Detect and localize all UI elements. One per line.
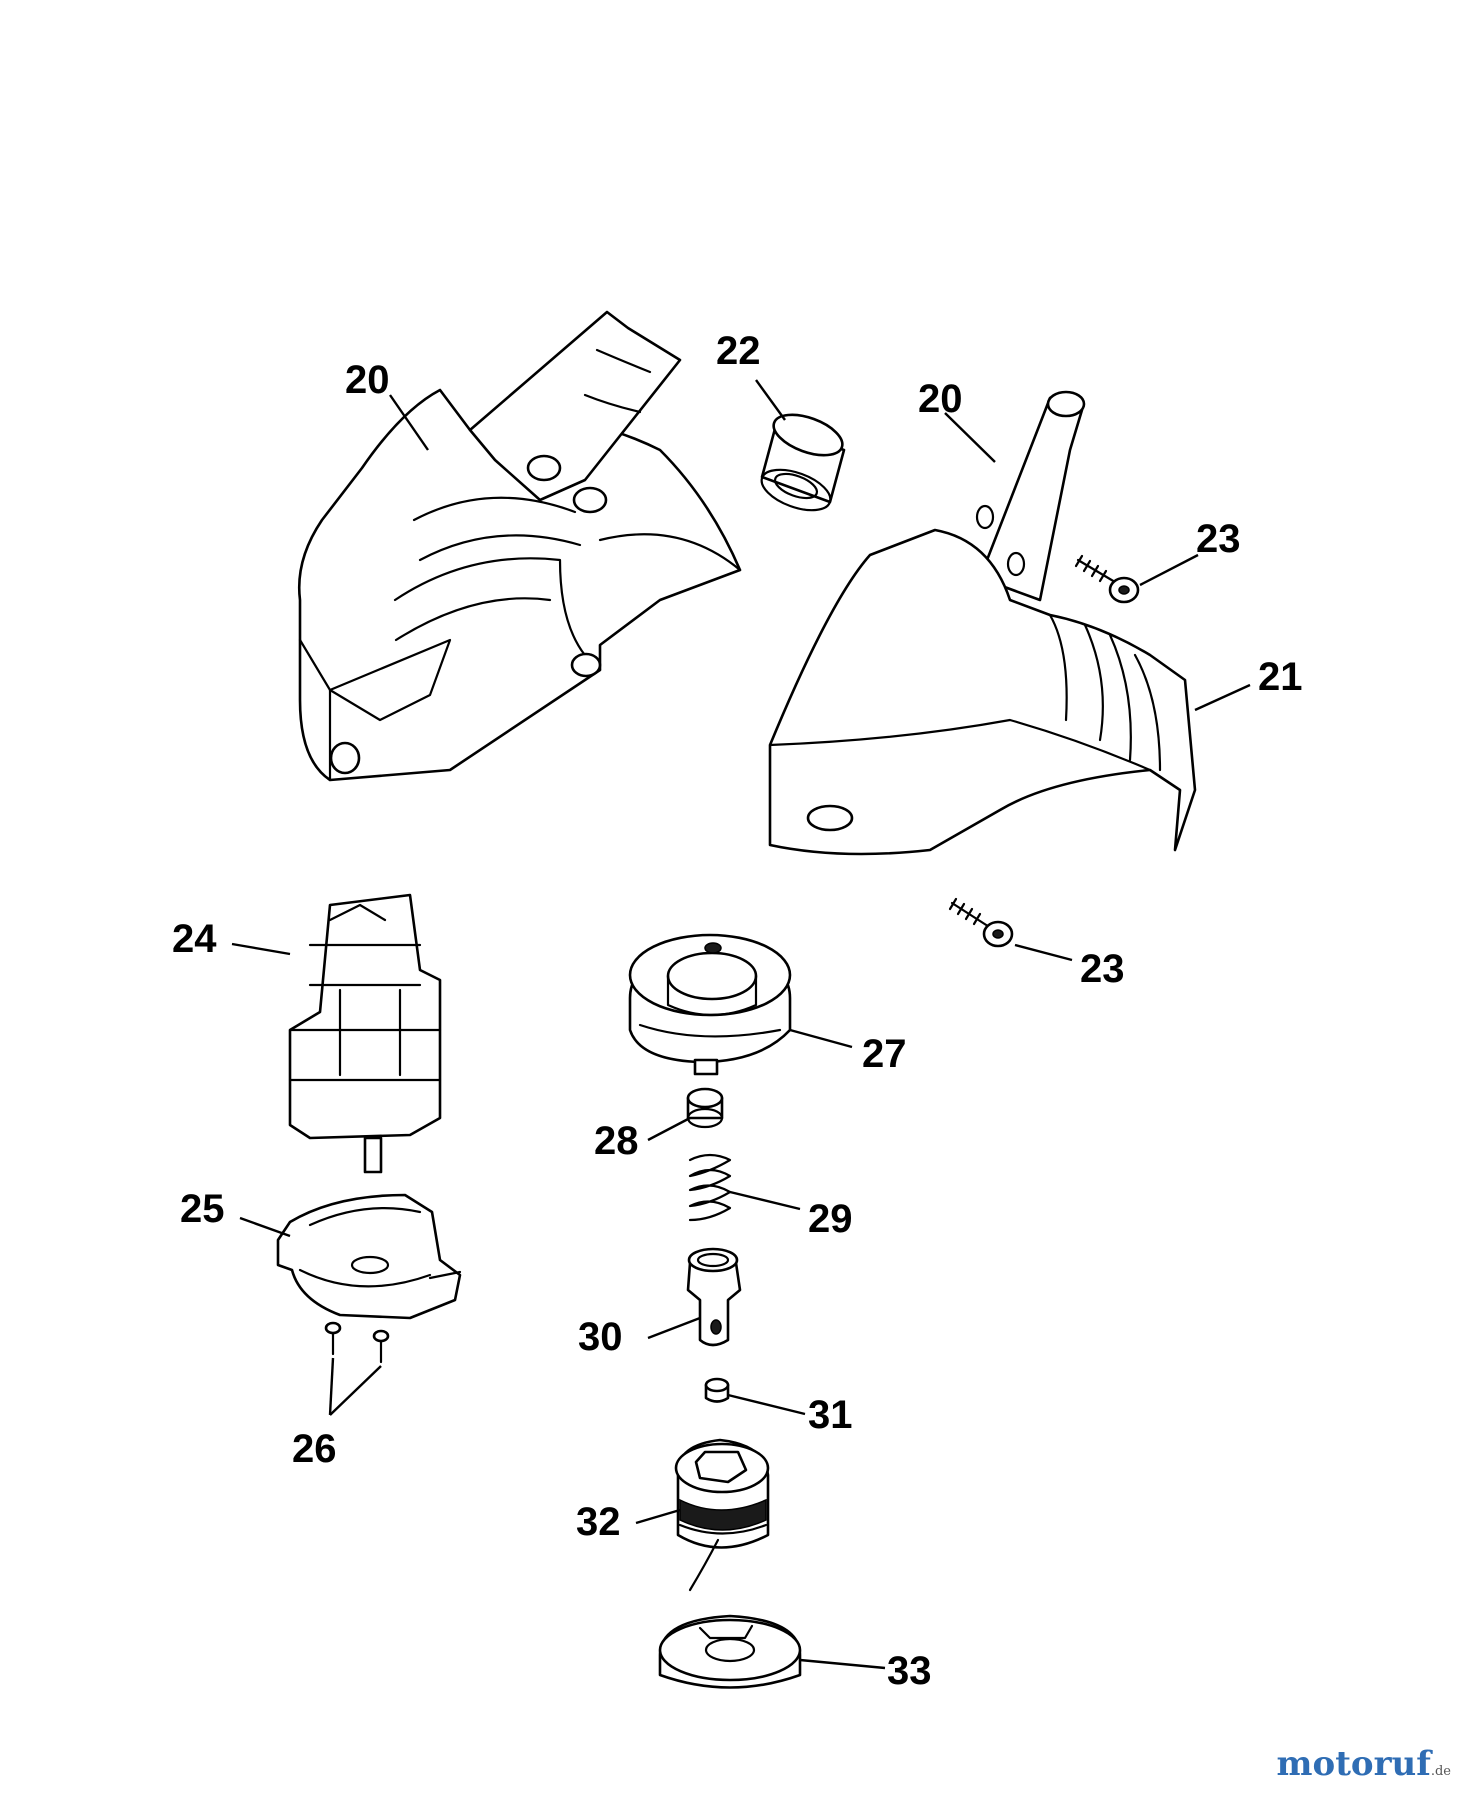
watermark-tld: .de <box>1430 1764 1451 1779</box>
watermark-logo: motoruf.de <box>1277 1744 1451 1784</box>
leader-23b <box>1014 943 1073 962</box>
part-33-spool-housing <box>658 1614 802 1689</box>
leader-24 <box>231 942 291 956</box>
callout-21: 21 <box>1258 655 1303 699</box>
part-21-housing-right <box>768 528 1197 856</box>
leader-23a <box>1139 553 1199 587</box>
callout-26: 26 <box>292 1427 337 1471</box>
callout-25: 25 <box>180 1187 225 1231</box>
callout-30: 30 <box>578 1315 623 1359</box>
part-32-line-spool <box>674 1438 770 1592</box>
callout-28: 28 <box>594 1119 639 1163</box>
leader-27 <box>789 1028 853 1049</box>
leader-32 <box>635 1508 681 1525</box>
leader-lines <box>231 379 1251 1670</box>
leader-22 <box>755 379 786 421</box>
callout-31: 31 <box>808 1393 853 1437</box>
callout-23-upper: 23 <box>1196 517 1241 561</box>
part-20-housing-left <box>297 310 742 782</box>
leader-31 <box>727 1393 806 1416</box>
part-26-screws <box>324 1321 390 1364</box>
leader-20b <box>944 412 996 463</box>
part-23-screw-upper <box>1074 554 1140 604</box>
part-27-spool-cap <box>628 933 792 1076</box>
callout-24: 24 <box>172 917 217 961</box>
leader-33 <box>799 1658 886 1670</box>
watermark-brand: motoruf <box>1276 1744 1431 1784</box>
part-22-bushing <box>760 413 846 512</box>
part-23-screw-lower <box>948 897 1014 948</box>
part-20-handle-tube <box>975 390 1086 602</box>
callout-27: 27 <box>862 1032 907 1076</box>
callout-29: 29 <box>808 1197 853 1241</box>
leader-26b <box>329 1365 382 1416</box>
callout-labels: 20 20 21 22 23 23 24 25 26 27 28 29 30 3… <box>172 329 1303 1693</box>
part-24-motor <box>288 893 442 1174</box>
callout-20-left: 20 <box>345 358 390 402</box>
part-29-spring <box>688 1153 732 1222</box>
leader-30 <box>647 1316 701 1340</box>
leader-28 <box>647 1116 691 1142</box>
part-30-bump-knob <box>686 1247 742 1347</box>
leader-20a <box>389 394 429 451</box>
leader-21 <box>1194 683 1251 712</box>
part-25-motor-mount <box>276 1193 462 1320</box>
callout-23-lower: 23 <box>1080 947 1125 991</box>
leader-26a <box>328 1357 335 1416</box>
callout-22: 22 <box>716 329 761 373</box>
callout-20-right: 20 <box>918 377 963 421</box>
part-28-bushing <box>686 1087 724 1129</box>
part-31-button <box>704 1377 730 1403</box>
leader-25 <box>239 1216 291 1238</box>
leader-29 <box>729 1190 801 1211</box>
callout-33: 33 <box>887 1649 932 1693</box>
callout-32: 32 <box>576 1500 621 1544</box>
